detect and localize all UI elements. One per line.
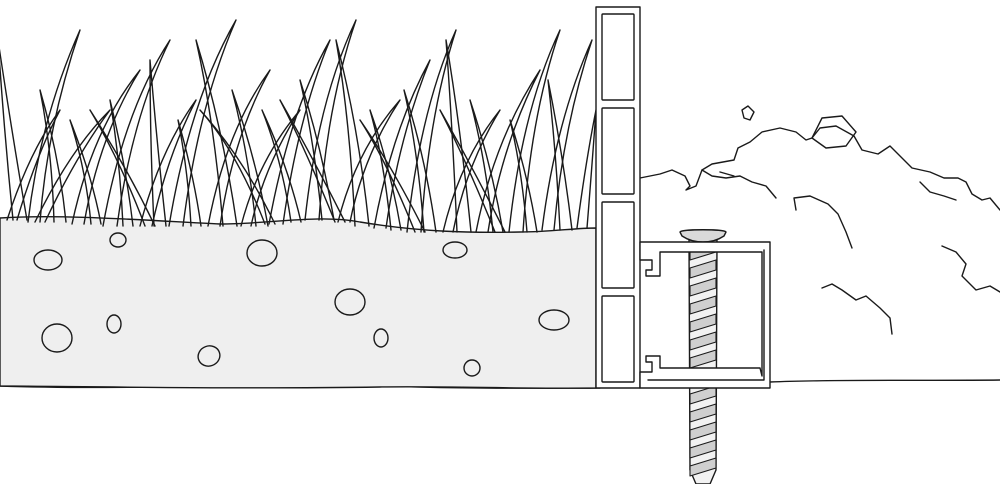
gravel-rock [811,115,857,149]
grass-blade [168,19,237,227]
grass-blade [34,109,111,223]
grass-blade [199,109,276,225]
pebble [197,345,221,367]
screw-thread [689,331,717,351]
screw-thread [689,295,717,315]
profile-chamber [601,13,635,101]
profile-upright-outer [595,6,641,389]
grass-blade [508,29,561,233]
grass-blade [403,89,437,233]
grass-blade [469,99,504,233]
grass-blade [369,109,402,231]
grass-blade [89,109,156,227]
grass-blade [475,69,541,233]
grass-layer [0,19,597,233]
pebble [41,323,73,353]
screw-thread [689,313,717,333]
grass-blade [71,69,141,225]
screw-thread [689,277,717,297]
gravel-crack [701,169,777,199]
gravel-crack [919,181,957,201]
pebble [106,314,122,334]
pebble [442,241,468,259]
screw-thread [689,421,717,441]
pebble [463,359,481,377]
pebble [246,239,278,267]
grass-blade [299,79,335,221]
grass-blade [177,119,202,227]
grass-blade [509,119,538,233]
grass-blade [547,79,573,231]
grass-blade [195,39,238,227]
grass-blade [231,89,269,227]
grass-blade [261,109,302,223]
profile-chamber [601,201,635,289]
screw-thread [689,439,717,459]
grass-blade [149,59,167,227]
pebble [538,309,570,331]
gravel-crack [941,245,1000,293]
profile-chamber [601,107,635,195]
grass-blade [541,39,593,231]
lawn-edging-profile [595,6,771,389]
gravel-crack [793,195,853,249]
grass-blade [139,99,197,227]
grass-blade [6,109,61,221]
pebble [109,232,127,248]
screw-thread [689,403,717,423]
grass-blade [279,99,346,223]
screw-thread [689,259,717,279]
grass-blade [39,89,67,223]
grass-blade [304,19,357,221]
grass-blade [0,48,28,221]
grass-blade [109,99,134,227]
pebble [334,288,366,316]
pebble [33,249,63,271]
ground-anchor-screw [679,229,727,484]
profile-inner-wall [647,249,765,381]
gravel-crack [821,283,893,335]
screw-thread [689,457,717,477]
screw-thread [689,349,717,369]
profile-chamber [601,295,635,383]
grass-blade [439,109,506,233]
grass-blade [359,119,426,233]
grass-blade [268,39,331,225]
soil-layer [0,216,597,389]
screw-head [679,229,727,243]
grass-blade [69,119,102,225]
grass-blade [207,69,271,227]
pebble [373,328,389,348]
soil-pebbles [33,232,570,377]
grass-blade [445,39,472,233]
grass-blade [337,99,401,223]
grass-blade [102,39,171,227]
grass-blade [335,39,370,227]
gravel-rock [741,105,755,121]
profile-anchor-channel [639,241,771,389]
gravel-pile [639,105,1000,335]
grass-blade [576,109,597,229]
